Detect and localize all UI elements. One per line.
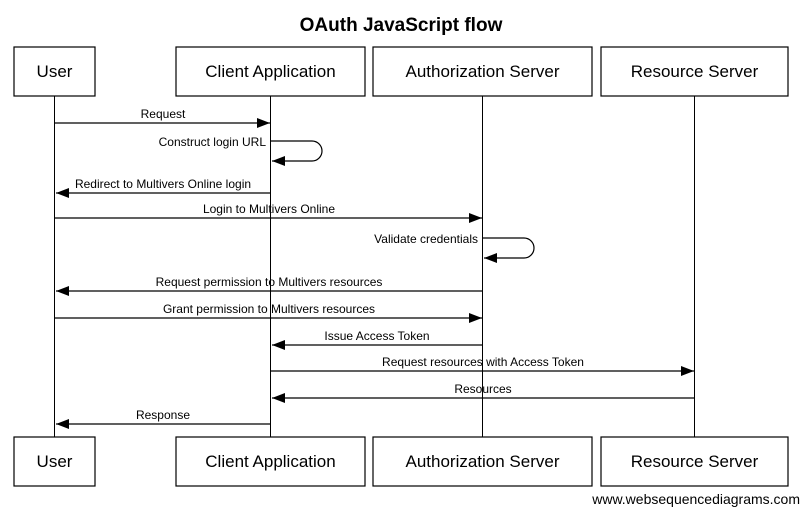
actor-label-client-application: Client Application — [205, 62, 335, 81]
message-label: Validate credentials — [374, 232, 478, 246]
message-label: Request resources with Access Token — [382, 355, 584, 369]
actor-box — [372, 46, 593, 97]
message-label: Grant permission to Multivers resources — [163, 302, 375, 316]
message-response: Response — [56, 408, 271, 429]
self-message-construct-login-url: Construct login URL — [159, 135, 323, 166]
message-label: Login to Multivers Online — [203, 202, 335, 216]
actor-box — [13, 436, 96, 487]
diagram-title: OAuth JavaScript flow — [300, 15, 503, 36]
actor-box — [175, 46, 366, 97]
actor-user-bottom: User — [13, 436, 96, 487]
actor-box — [175, 436, 366, 487]
message-label: Request permission to Multivers resource… — [156, 275, 383, 289]
self-message-loop — [483, 237, 535, 263]
message-issue-access-token: Issue Access Token — [272, 329, 483, 350]
actor-label-authorization-server: Authorization Server — [405, 452, 559, 471]
message-request-resources: Request resources with Access Token — [270, 355, 694, 376]
message-label: Redirect to Multivers Online login — [75, 177, 251, 191]
actor-user-top: User — [13, 46, 96, 97]
actor-label-authorization-server: Authorization Server — [405, 62, 559, 81]
actor-box — [372, 436, 593, 487]
actor-label-user: User — [37, 452, 73, 471]
message-redirect-to-login: Redirect to Multivers Online login — [56, 177, 271, 198]
message-login: Login to Multivers Online — [55, 202, 482, 223]
watermark-url: www.websequencediagrams.com — [591, 491, 800, 507]
message-label: Resources — [454, 382, 511, 396]
message-request: Request — [55, 107, 270, 128]
actor-authorization-server-top: Authorization Server — [372, 46, 593, 97]
actor-box — [600, 436, 789, 487]
actor-resource-server-top: Resource Server — [600, 46, 789, 97]
actor-label-client-application: Client Application — [205, 452, 335, 471]
actor-box — [600, 46, 789, 97]
actor-authorization-server-bottom: Authorization Server — [372, 436, 593, 487]
actor-label-user: User — [37, 62, 73, 81]
actor-label-resource-server: Resource Server — [631, 62, 759, 81]
message-grant-permission: Grant permission to Multivers resources — [55, 302, 482, 323]
actor-client-application-bottom: Client Application — [175, 436, 366, 487]
actor-label-resource-server: Resource Server — [631, 452, 759, 471]
message-label: Construct login URL — [159, 135, 267, 149]
self-message-validate-credentials: Validate credentials — [374, 232, 535, 263]
message-label: Issue Access Token — [324, 329, 429, 343]
actor-client-application-top: Client Application — [175, 46, 366, 97]
actor-resource-server-bottom: Resource Server — [600, 436, 789, 487]
self-message-loop — [271, 140, 323, 166]
message-resources: Resources — [272, 382, 695, 403]
actor-box — [13, 46, 96, 97]
message-label: Response — [136, 408, 190, 422]
message-request-permission: Request permission to Multivers resource… — [56, 275, 483, 296]
message-label: Request — [141, 107, 186, 121]
